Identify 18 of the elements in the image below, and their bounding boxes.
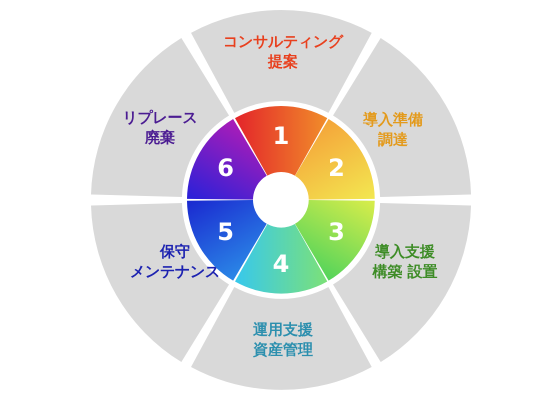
stage-label: 保守: [160, 244, 190, 260]
step-number: 2: [328, 156, 345, 180]
stage-label: 構築 設置: [372, 264, 438, 280]
stage-label: 運用支援: [252, 322, 313, 338]
step-number: 1: [272, 124, 290, 148]
step-number: 3: [328, 220, 345, 244]
stage-label: 廃棄: [144, 130, 175, 146]
step-number: 4: [272, 252, 290, 276]
step-number: 5: [217, 220, 234, 244]
step-number: 6: [217, 156, 234, 180]
stage-label: 調達: [378, 132, 408, 148]
stage-label: 資産管理: [252, 342, 313, 358]
stage-label: 導入支援: [374, 244, 435, 260]
stage-label: コンサルティング: [222, 34, 343, 50]
stage-label: メンテナンス: [130, 264, 220, 280]
stage-label: 導入準備: [362, 112, 423, 128]
stage-label: 提案: [268, 54, 298, 70]
stage-label: リプレース: [122, 110, 198, 126]
